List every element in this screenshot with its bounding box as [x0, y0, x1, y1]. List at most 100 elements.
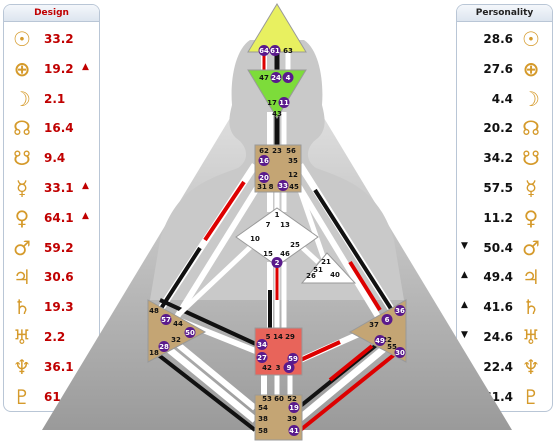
personality-value: 34.2	[483, 151, 513, 166]
gate-9: 9	[287, 364, 292, 372]
gate-40: 40	[330, 271, 340, 279]
personality-row: ♀11.2	[457, 204, 552, 233]
moon-icon: ☽	[13, 86, 31, 111]
solar-plexus-center	[348, 299, 407, 363]
gate-14: 14	[273, 333, 283, 341]
gate-4: 4	[286, 74, 291, 82]
personality-value: 41.6	[483, 300, 513, 315]
gate-marker	[277, 180, 289, 191]
exalted-arrow-icon: ▲	[461, 270, 468, 281]
gate-23: 23	[272, 147, 282, 155]
gate-45: 45	[289, 183, 299, 191]
gate-2: 2	[275, 259, 280, 267]
sun-icon: ☉	[522, 27, 540, 51]
gate-20: 20	[259, 174, 269, 182]
personality-row: ⊕27.6	[457, 55, 552, 84]
personality-row: ♅24.6▼	[457, 323, 552, 352]
gate-35: 35	[288, 157, 298, 165]
gate-10: 10	[250, 235, 260, 243]
neptune-icon: ♆	[522, 354, 540, 379]
design-row: ☊16.4	[4, 114, 99, 143]
design-row: ☿ 33.1 ▲	[4, 174, 99, 203]
pluto-icon: ♇	[13, 384, 31, 409]
gate-51: 51	[313, 266, 323, 274]
gate-43: 43	[272, 110, 282, 118]
channel-g-sacral	[267, 262, 287, 330]
gate-53: 53	[262, 395, 272, 403]
pluto-icon: ♇	[522, 384, 540, 409]
gate-1: 1	[275, 211, 280, 219]
gate-17: 17	[267, 99, 277, 107]
gate-marker	[258, 172, 270, 183]
gate-32: 32	[171, 336, 181, 344]
gate-60: 60	[274, 395, 284, 403]
personality-value: 22.4	[483, 359, 513, 374]
jupiter-icon: ♃	[522, 265, 540, 290]
detriment-arrow-icon: ▼	[461, 330, 468, 340]
channel-heart-throat	[297, 189, 328, 263]
gate-36: 36	[395, 307, 405, 315]
personality-row: ☊20.2	[457, 114, 552, 143]
personality-row: ♃ 49.4 ▲	[457, 263, 552, 292]
gate-13: 13	[280, 221, 290, 229]
gate-marker	[282, 72, 294, 83]
personality-value: 4.4	[491, 91, 513, 106]
gate-marker	[374, 335, 386, 346]
gate-8: 8	[269, 183, 274, 191]
mars-icon: ♂	[522, 235, 540, 260]
exalted-arrow-icon: ▲	[461, 300, 468, 311]
gate-26: 26	[306, 272, 316, 280]
gate-21: 21	[321, 258, 331, 266]
personality-value: 27.6	[483, 61, 513, 76]
gate-57: 57	[161, 316, 171, 324]
gate-34: 34	[257, 341, 267, 349]
gate-marker	[160, 314, 172, 325]
ajna-center	[247, 69, 307, 119]
design-row: ⊕19.2▲	[4, 55, 99, 84]
design-value: 33.1	[44, 181, 74, 195]
gate-38: 38	[258, 415, 268, 423]
gate-54: 54	[258, 404, 268, 412]
gate-marker	[394, 305, 406, 316]
gate-15: 15	[263, 250, 273, 258]
gate-19: 19	[289, 404, 299, 412]
design-value: 64.1	[44, 210, 74, 225]
gate-62: 62	[259, 147, 269, 155]
mercury-icon: ☿	[524, 176, 538, 200]
gate-39: 39	[287, 415, 297, 423]
gate-marker	[256, 339, 268, 350]
gate-63: 63	[283, 47, 293, 55]
channel-throat-spleen	[157, 163, 258, 312]
mars-icon: ♂	[13, 235, 31, 260]
personality-value: 49.4	[483, 270, 513, 285]
personality-row: ☿57.5	[457, 174, 552, 203]
gate-27: 27	[257, 354, 267, 362]
gate-marker	[258, 45, 270, 56]
gate-5: 5	[266, 333, 271, 341]
gate-marker	[271, 257, 283, 268]
design-panel: Design ☉33.2⊕19.2▲☽2.1☊16.4☋9.4☿33.1▲♀64…	[3, 4, 100, 412]
personality-value: 28.6	[483, 32, 513, 46]
exalted-arrow-icon: ▲	[82, 181, 89, 191]
personality-row: ♂50.4▼	[457, 234, 552, 263]
gate-marker	[258, 155, 270, 166]
design-title: Design	[4, 5, 99, 22]
gate-22: 22	[382, 336, 392, 344]
jupiter-icon: ♃	[13, 265, 31, 290]
channel-sacral-root	[261, 374, 293, 396]
gate-48: 48	[149, 307, 159, 315]
design-value: 2.1	[44, 91, 66, 106]
gate-7: 7	[266, 221, 271, 229]
gate-29: 29	[285, 333, 295, 341]
design-value: 9.4	[44, 151, 66, 166]
gate-marker	[184, 327, 196, 338]
design-value: 16.4	[44, 121, 74, 136]
gate-marker	[288, 402, 300, 413]
gate-42: 42	[262, 364, 272, 372]
personality-row: ♄41.6▲	[457, 293, 552, 322]
channel-g-spleen	[173, 236, 262, 320]
gate-47: 47	[259, 74, 269, 82]
mercury-icon: ☿	[15, 176, 29, 200]
